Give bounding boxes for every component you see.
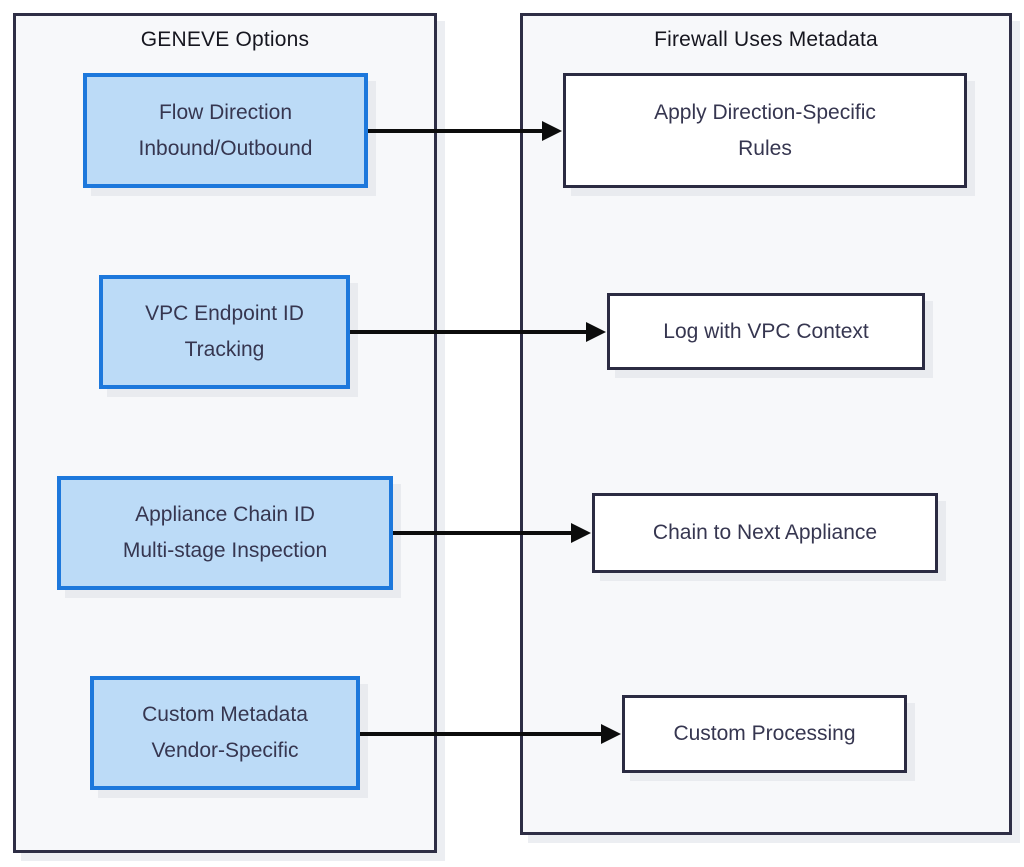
node-chain-next-appliance: Chain to Next Appliance <box>592 493 938 573</box>
geneve-options-panel: GENEVE Options Flow Direction Inbound/Ou… <box>13 13 437 853</box>
node-custom-processing: Custom Processing <box>622 695 907 773</box>
node-flow-direction: Flow Direction Inbound/Outbound <box>83 73 368 188</box>
node-log-vpc-context: Log with VPC Context <box>607 293 925 370</box>
node-direction-specific-rules: Apply Direction-Specific Rules <box>563 73 967 188</box>
node-vpc-endpoint-id: VPC Endpoint ID Tracking <box>99 275 350 389</box>
firewall-uses-panel: Firewall Uses Metadata Apply Direction-S… <box>520 13 1012 835</box>
node-custom-metadata-label: Custom Metadata Vendor-Specific <box>142 703 308 762</box>
node-custom-processing-label: Custom Processing <box>673 722 856 745</box>
node-vpc-endpoint-id-label: VPC Endpoint ID Tracking <box>145 302 304 361</box>
node-log-vpc-context-label: Log with VPC Context <box>663 319 869 343</box>
firewall-uses-title: Firewall Uses Metadata <box>654 28 878 51</box>
node-direction-specific-rules-label: Apply Direction-Specific Rules <box>654 100 876 160</box>
node-custom-metadata: Custom Metadata Vendor-Specific <box>90 676 360 790</box>
node-flow-direction-label: Flow Direction Inbound/Outbound <box>138 100 313 160</box>
geneve-options-title: GENEVE Options <box>140 28 310 51</box>
node-appliance-chain-id-label: Appliance Chain ID Multi-stage Inspectio… <box>122 503 328 562</box>
node-chain-next-appliance-label: Chain to Next Appliance <box>652 521 878 544</box>
node-appliance-chain-id: Appliance Chain ID Multi-stage Inspectio… <box>57 476 393 590</box>
